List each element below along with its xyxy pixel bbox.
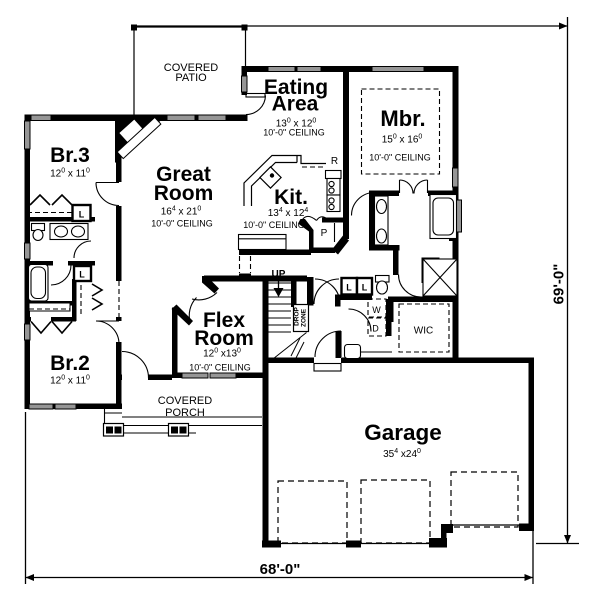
svg-text:10'-0" CEILING: 10'-0" CEILING: [151, 219, 212, 229]
svg-text:120 x 110: 120 x 110: [50, 168, 90, 180]
svg-text:164 x 210: 164 x 210: [161, 206, 202, 218]
svg-text:354 x240: 354 x240: [383, 448, 421, 460]
svg-text:130 x 120: 130 x 120: [276, 118, 317, 130]
svg-text:Garage: Garage: [364, 420, 442, 445]
svg-text:Flex: Flex: [203, 309, 245, 332]
svg-text:Room: Room: [154, 182, 214, 205]
svg-text:P: P: [321, 228, 328, 239]
svg-text:10'-0" CEILING: 10'-0" CEILING: [189, 363, 250, 373]
svg-text:PATIO: PATIO: [175, 72, 207, 84]
svg-text:Br.3: Br.3: [50, 144, 90, 167]
svg-text:10'-0" CEILING: 10'-0" CEILING: [263, 128, 324, 138]
svg-text:L: L: [79, 210, 85, 220]
svg-text:COVERED: COVERED: [158, 395, 212, 407]
svg-text:L: L: [362, 283, 368, 293]
svg-text:134 x 124: 134 x 124: [268, 207, 309, 219]
svg-text:69'-0": 69'-0": [551, 264, 568, 305]
svg-text:68'-0": 68'-0": [260, 561, 301, 578]
svg-text:Kit.: Kit.: [274, 186, 308, 209]
svg-text:120 x130: 120 x130: [203, 348, 241, 360]
svg-text:UP: UP: [272, 269, 286, 280]
svg-text:W: W: [372, 305, 381, 315]
svg-text:PORCH: PORCH: [165, 407, 205, 419]
svg-text:WIC: WIC: [414, 326, 433, 337]
svg-text:150 x 160: 150 x 160: [382, 134, 423, 146]
svg-text:COVERED: COVERED: [164, 62, 218, 74]
svg-text:10'-0" CEILING: 10'-0" CEILING: [243, 220, 304, 230]
svg-text:L: L: [79, 270, 85, 280]
svg-text:DROP: DROP: [294, 306, 301, 325]
svg-text:L: L: [346, 283, 352, 293]
svg-text:Br.2: Br.2: [50, 352, 90, 375]
svg-text:D: D: [372, 324, 379, 334]
svg-text:120 x 110: 120 x 110: [50, 375, 90, 387]
svg-text:Mbr.: Mbr.: [380, 106, 425, 131]
svg-text:Area: Area: [272, 93, 319, 116]
svg-text:10'-0" CEILING: 10'-0" CEILING: [369, 153, 430, 163]
svg-text:ZONE: ZONE: [301, 308, 308, 327]
svg-text:Room: Room: [194, 327, 254, 350]
svg-text:R: R: [331, 156, 338, 167]
svg-text:Eating: Eating: [264, 76, 328, 99]
svg-text:Great: Great: [156, 163, 211, 186]
